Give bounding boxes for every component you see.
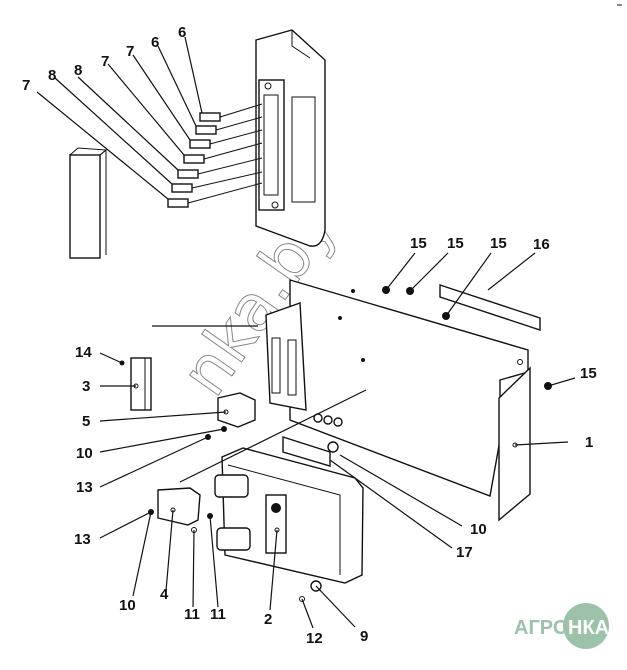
callout-8: 8 xyxy=(74,62,82,79)
fuse-panel xyxy=(255,29,326,247)
callout-14: 14 xyxy=(75,344,92,361)
callout-6: 6 xyxy=(151,34,159,51)
relay-upper xyxy=(217,392,256,428)
fuse-5 xyxy=(177,157,263,179)
fuse-7 xyxy=(167,182,263,208)
callout-1: 1 xyxy=(585,434,593,451)
cover-plate xyxy=(498,366,531,522)
fuse-3 xyxy=(189,129,263,149)
fuse-1 xyxy=(199,103,263,122)
callout-12: 9 xyxy=(360,628,368,645)
callout-9: 10 xyxy=(470,521,487,538)
agro-nka-logo: АГРО НКА xyxy=(514,603,609,649)
callout-7: 7 xyxy=(101,53,109,70)
callout-10: 10 xyxy=(119,597,136,614)
logo-left-text: АГРО xyxy=(514,617,568,639)
callout-2: 2 xyxy=(264,611,272,628)
callout-15: 15 xyxy=(447,235,464,252)
callout-15: 15 xyxy=(490,235,507,252)
callout-11: 12 xyxy=(306,630,323,647)
callout-6: 6 xyxy=(178,24,186,41)
fuses xyxy=(167,103,263,208)
callout-11: 11 xyxy=(184,606,200,623)
bar xyxy=(439,284,541,331)
leader-lines xyxy=(36,36,576,629)
callout-10: 11 xyxy=(210,606,226,623)
logo-right-text: НКА xyxy=(568,617,609,639)
callout-7: 7 xyxy=(22,77,30,94)
callout-13: 13 xyxy=(76,479,93,496)
callout-8: 8 xyxy=(48,67,56,84)
fuse-2 xyxy=(195,116,263,135)
fuse-4 xyxy=(183,142,263,164)
callout-15: 15 xyxy=(580,365,597,382)
callout-10: 10 xyxy=(76,445,93,462)
callout-3: 3 xyxy=(82,378,90,395)
callout-7: 7 xyxy=(126,43,134,60)
relay-lower xyxy=(157,487,201,526)
callout-13: 13 xyxy=(74,531,91,548)
callout-15: 15 xyxy=(410,235,427,252)
relay-bracket xyxy=(265,302,307,411)
corner-mark xyxy=(617,4,622,6)
fuse-6 xyxy=(171,171,263,193)
module-block xyxy=(69,147,108,259)
callout-16: 16 xyxy=(533,236,550,253)
callout-5: 5 xyxy=(82,413,90,430)
callout-17: 17 xyxy=(456,544,473,561)
callout-4: 4 xyxy=(160,586,169,603)
callout-labels: 6 6 7 7 8 8 7 15 15 15 16 15 1 10 17 14 … xyxy=(22,24,597,647)
controller xyxy=(214,413,364,584)
side-module xyxy=(130,357,152,411)
